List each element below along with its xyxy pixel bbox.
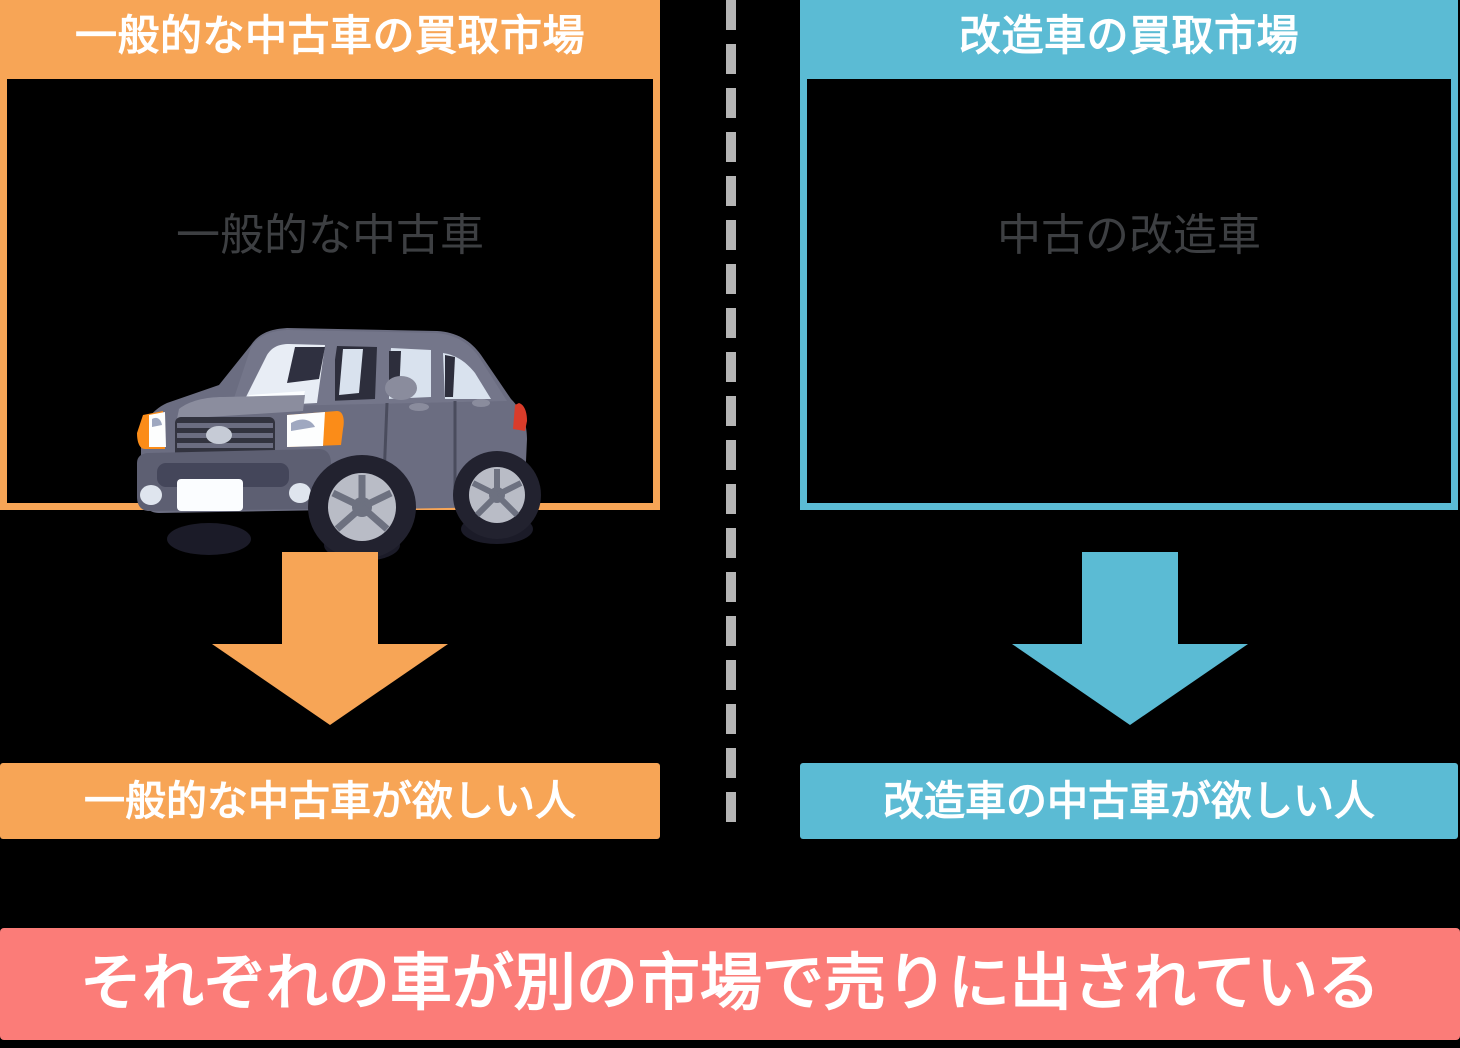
left-down-arrow-icon <box>212 552 448 725</box>
divider-dash <box>726 528 736 558</box>
conclusion-banner: それぞれの車が別の市場で売りに出されている <box>0 928 1460 1040</box>
right-down-arrow-icon <box>1012 552 1248 725</box>
left-image-caption: 一般的な中古車 <box>176 211 484 260</box>
right-illustration-panel: 中古の改造車 <box>800 72 1458 510</box>
gray-suv-car-icon <box>137 328 541 561</box>
divider-dash <box>726 396 736 426</box>
right-image-caption: 中古の改造車 <box>997 211 1261 260</box>
divider-dash <box>726 88 736 118</box>
divider-dash <box>726 748 736 778</box>
left-buyer-label: 一般的な中古車が欲しい人 <box>0 763 660 839</box>
right-buyer-label: 改造車の中古車が欲しい人 <box>800 763 1458 839</box>
vertical-dashed-divider <box>726 0 736 848</box>
divider-dash <box>726 704 736 734</box>
left-market-header: 一般的な中古車の買取市場 <box>0 0 660 72</box>
divider-dash <box>726 616 736 646</box>
divider-dash <box>726 660 736 690</box>
divider-dash <box>726 572 736 602</box>
divider-dash <box>726 132 736 162</box>
right-market-header: 改造車の買取市場 <box>800 0 1458 72</box>
left-illustration-panel: 一般的な中古車 <box>0 72 660 561</box>
divider-dash <box>726 220 736 250</box>
divider-dash <box>726 308 736 338</box>
divider-dash <box>726 264 736 294</box>
divider-dash <box>726 0 736 30</box>
divider-dash <box>726 44 736 74</box>
divider-dash <box>726 484 736 514</box>
divider-dash <box>726 352 736 382</box>
divider-dash <box>726 440 736 470</box>
divider-dash <box>726 176 736 206</box>
divider-dash <box>726 792 736 822</box>
